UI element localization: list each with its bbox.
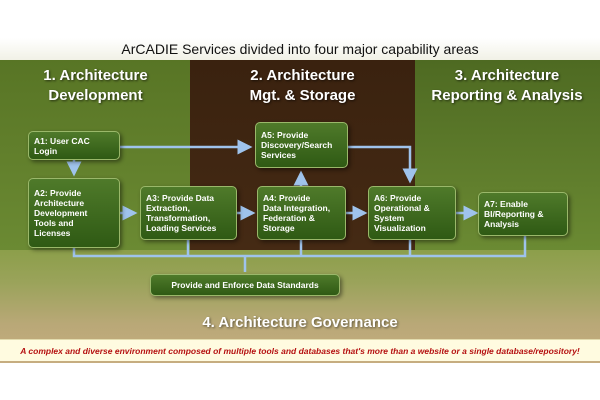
a4-data-integration: A4: Provide Data Integration, Federation… (257, 186, 346, 240)
area-architecture-management: 2. Architecture Mgt. & Storage (249, 67, 356, 104)
a5-discovery-search: A5: Provide Discovery/Search Services (255, 122, 348, 168)
slide-title: ArCADIE Services divided into four major… (0, 38, 600, 60)
a2-architecture-tools: A2: Provide Architecture Development Too… (28, 178, 120, 248)
slide: ArCADIE Services divided into four major… (0, 38, 600, 363)
a1-user-cac-login: A1: User CAC Login (28, 131, 120, 160)
data-standards-box: Provide and Enforce Data Standards (150, 274, 340, 296)
area-architecture-reporting: 3. Architecture Reporting & Analysis (431, 67, 583, 104)
area-architecture-governance: 4. Architecture Governance (202, 314, 398, 331)
bus-line (72, 236, 527, 258)
arrow-a5-a6 (348, 145, 418, 184)
flow-arrows (66, 139, 527, 272)
footer-note: A complex and diverse environment compos… (0, 339, 600, 361)
a3-data-extraction: A3: Provide Data Extraction, Transformat… (140, 186, 237, 240)
area-architecture-development: 1. Architecture Development (43, 67, 148, 104)
a7-bi-reporting: A7: Enable BI/Reporting & Analysis (478, 192, 568, 236)
a6-visualization: A6: Provide Operational & System Visuali… (368, 186, 456, 240)
